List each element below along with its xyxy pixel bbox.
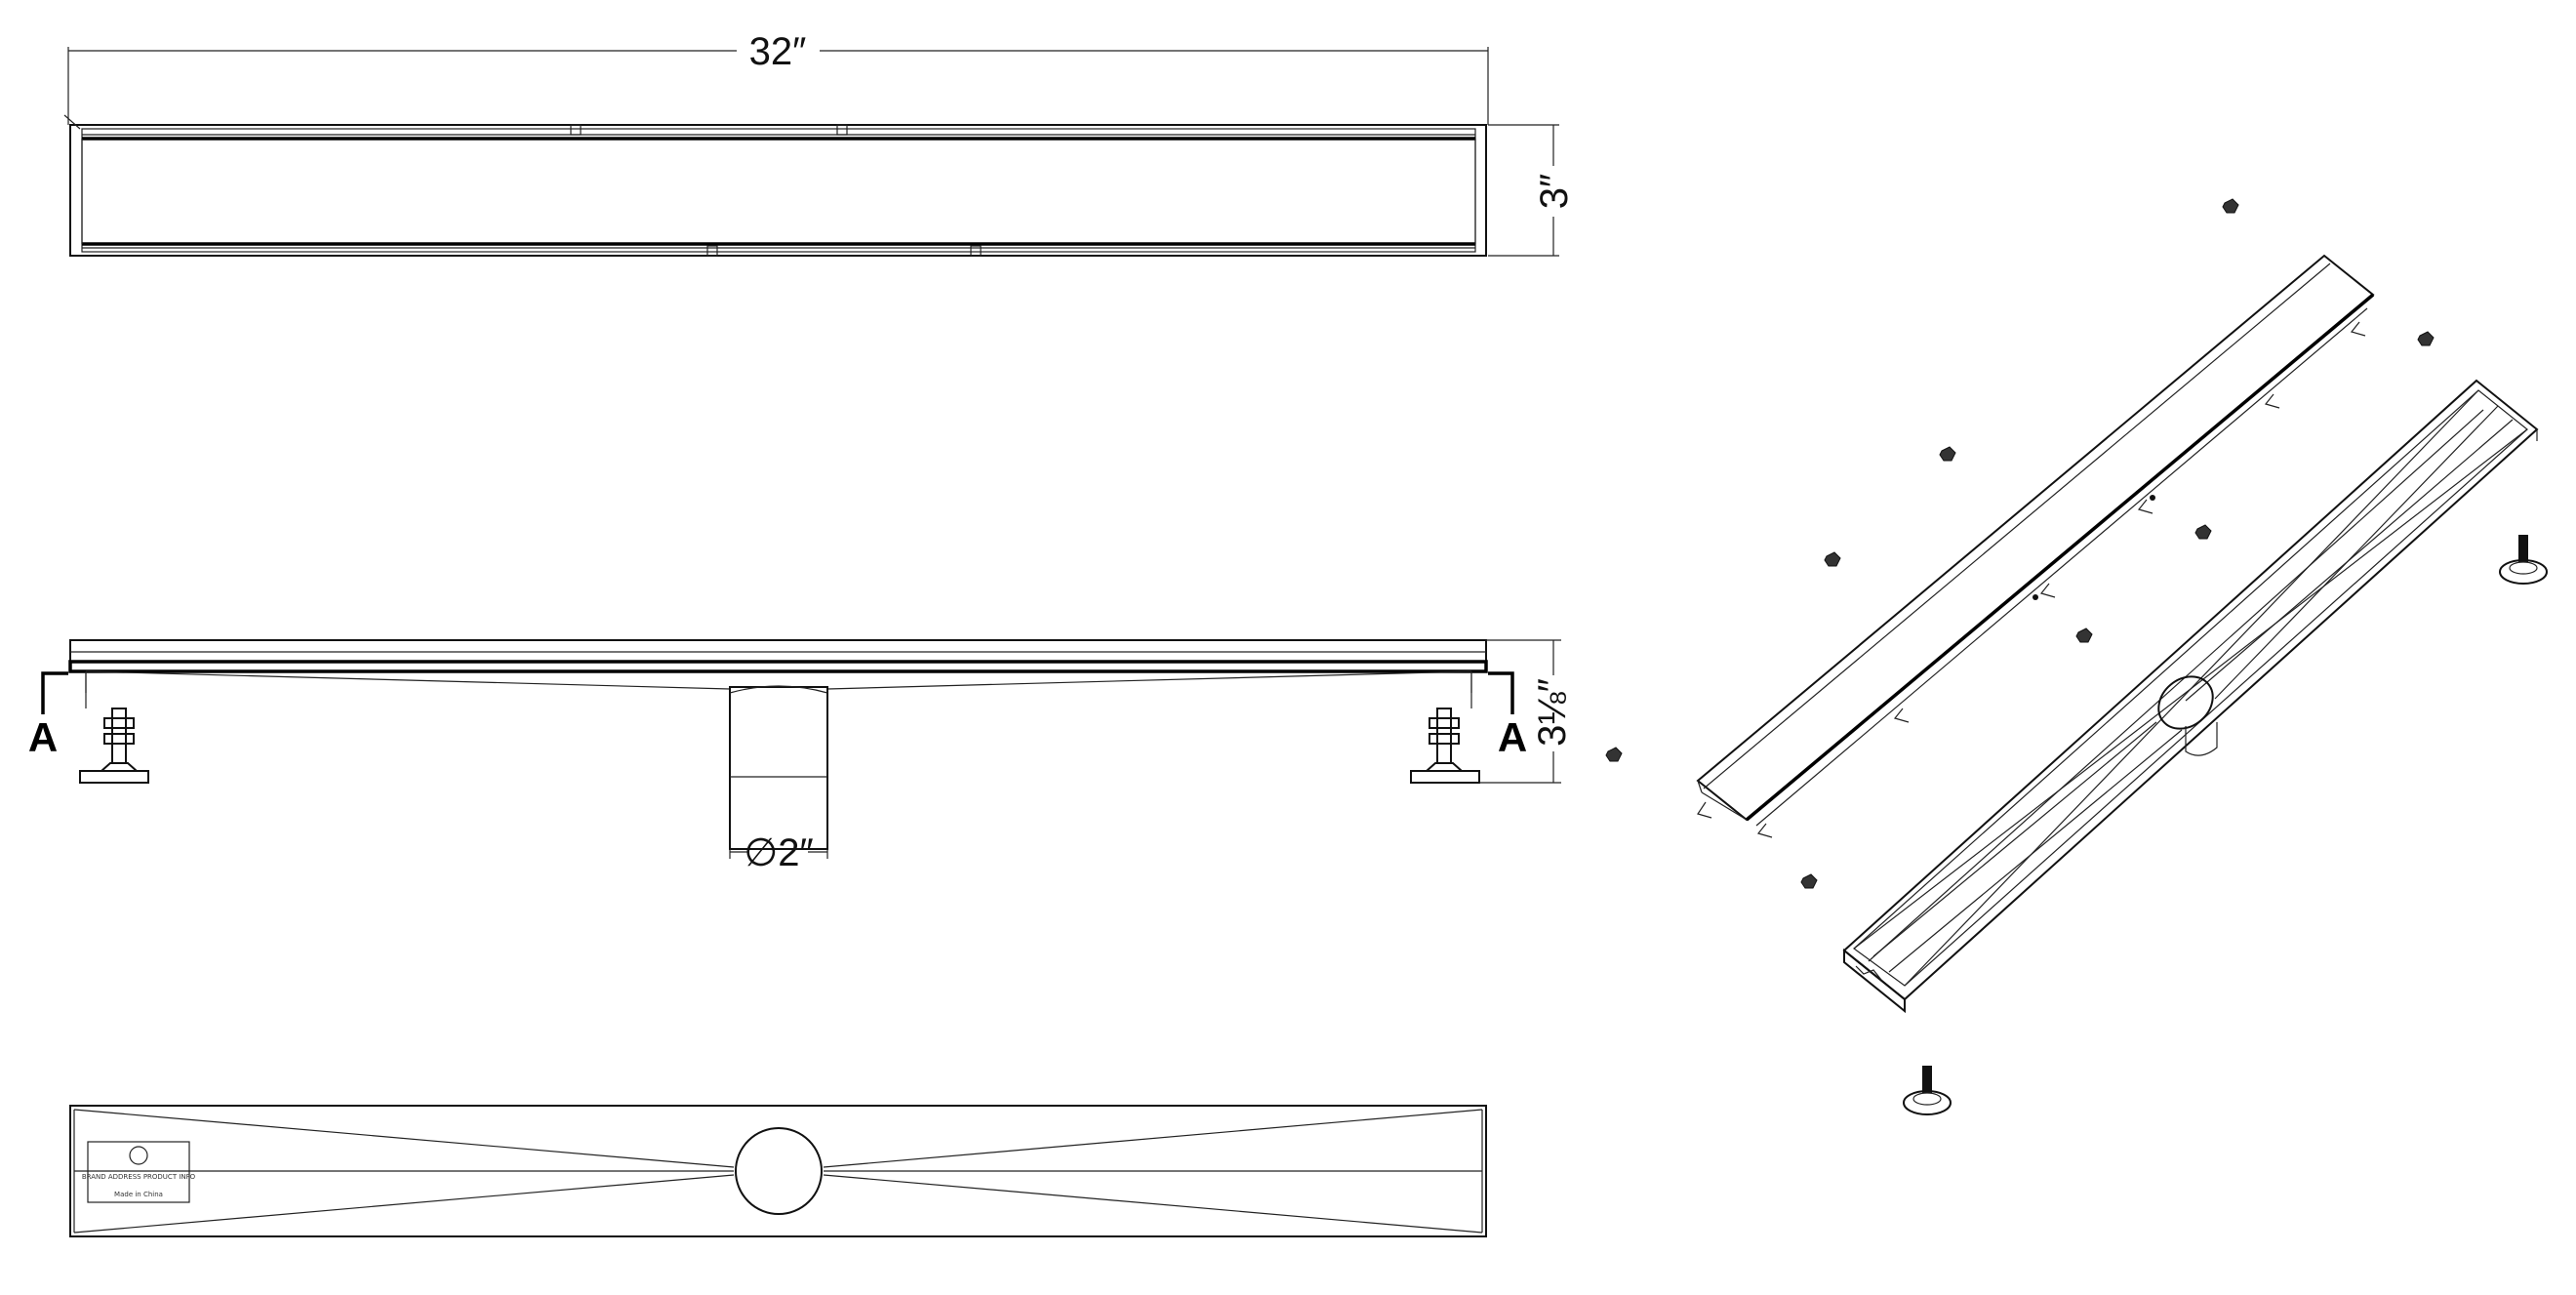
section-mark-right: A xyxy=(1498,714,1527,760)
side-view: ∅2″ A A 3⅛″ xyxy=(28,639,1574,874)
width-dimension: 3″ xyxy=(1533,174,1576,209)
top-view: 32″ 3″ xyxy=(63,30,1576,257)
outlet-diameter-dimension: ∅2″ xyxy=(744,831,813,874)
stamp-line-2: Made in China xyxy=(114,1191,163,1198)
isometric-exploded-view xyxy=(1605,198,2548,1115)
leveling-foot-right xyxy=(1410,671,1480,784)
isometric-foot-upper xyxy=(2499,535,2548,585)
isometric-foot-lower xyxy=(1903,1066,1952,1115)
manufacturer-stamp: BRAND ADDRESS PRODUCT INFO Made in China xyxy=(82,1141,196,1203)
length-dimension: 32″ xyxy=(749,30,807,73)
leveling-foot-left xyxy=(79,671,149,784)
fasteners xyxy=(1605,198,2435,889)
bottom-view: BRAND ADDRESS PRODUCT INFO Made in China xyxy=(69,1105,1487,1237)
section-mark-left: A xyxy=(28,714,58,760)
stamp-line-1: BRAND ADDRESS PRODUCT INFO xyxy=(82,1173,196,1181)
height-dimension: 3⅛″ xyxy=(1531,678,1574,747)
isometric-grate xyxy=(1696,254,2375,838)
isometric-channel xyxy=(1842,379,2539,1014)
